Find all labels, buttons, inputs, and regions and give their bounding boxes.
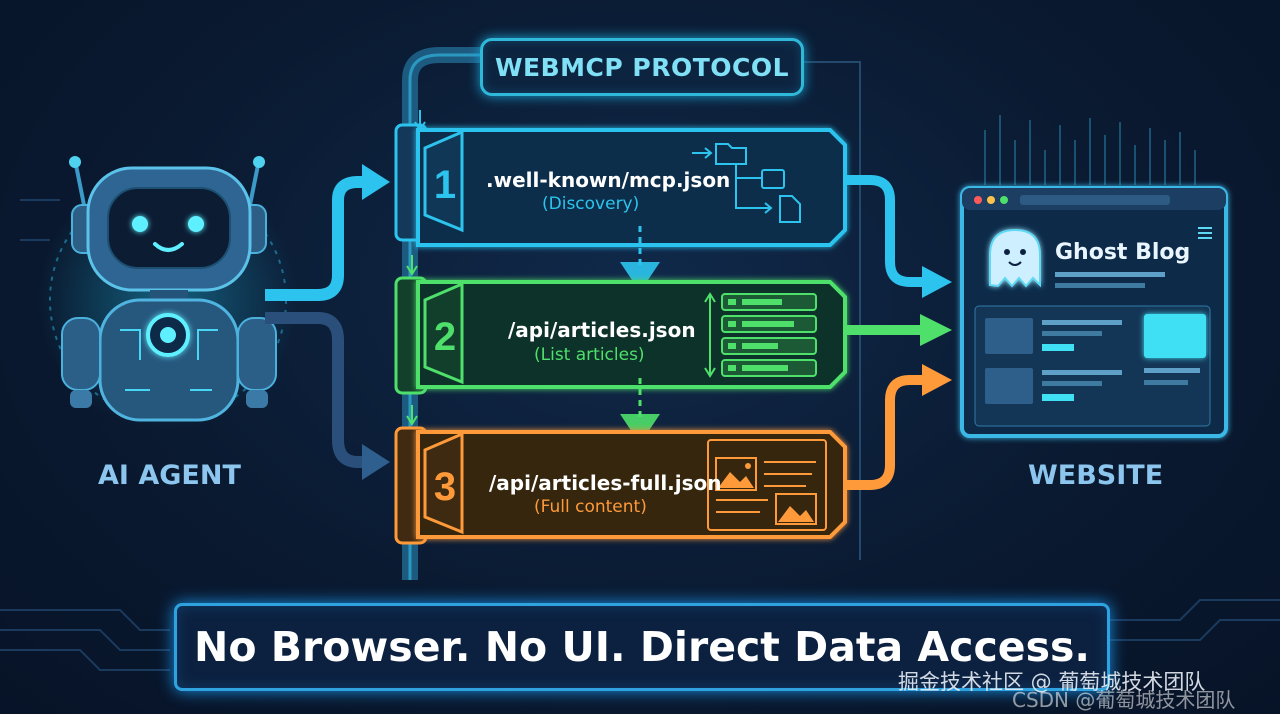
step-2-description: (List articles) <box>534 345 645 365</box>
agent-label: AI AGENT <box>98 460 241 491</box>
image-doc-icon <box>707 439 827 531</box>
list-icon <box>704 292 817 378</box>
circuit-lines <box>0 199 1280 671</box>
tagline-banner: No Browser. No UI. Direct Data Access. <box>174 603 1110 691</box>
watermark-primary: 掘金技术社区 @ 葡萄城技术团队 <box>898 670 1206 694</box>
step-1-panel <box>416 128 847 292</box>
protocol-header: WEBMCP PROTOCOL <box>480 38 804 96</box>
step-3-description: (Full content) <box>534 497 647 517</box>
agent-arrows <box>265 164 390 480</box>
step-1-number: 1 <box>434 163 456 207</box>
step-3-number: 3 <box>434 465 456 509</box>
header-connector <box>798 61 861 560</box>
step-2-endpoint: /api/articles.json <box>508 318 696 342</box>
step-3-endpoint: /api/articles-full.json <box>489 471 722 495</box>
watermark-secondary: CSDN @葡萄城技术团队 <box>1012 688 1236 712</box>
step-2-number: 2 <box>434 315 456 359</box>
blog-title: Ghost Blog <box>1055 240 1191 265</box>
website-arrows <box>845 175 952 490</box>
step-1-description: (Discovery) <box>542 194 640 214</box>
ghost-icon <box>989 228 1041 288</box>
folder-tree-icon <box>692 143 801 223</box>
robot-icon <box>38 156 298 430</box>
website-label: WEBSITE <box>1028 460 1164 491</box>
step-1-endpoint: .well-known/mcp.json <box>486 168 731 192</box>
